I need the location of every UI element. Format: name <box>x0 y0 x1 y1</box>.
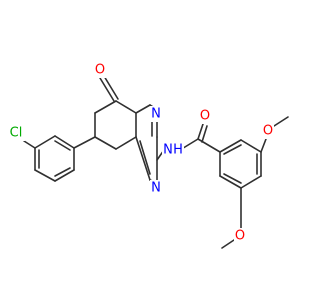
bond-c6-c5 <box>94 100 117 114</box>
atom-n-amide: N <box>162 142 174 158</box>
bond-ketone-1 <box>99 77 115 102</box>
bond-c8a-c8 <box>115 136 137 150</box>
structure-svg: Cl O N N N H O <box>7 62 289 249</box>
chlorine-label: Cl <box>10 126 23 141</box>
bond-methoxy-upper-ch3 <box>273 116 289 127</box>
atom-h-amide: H <box>172 142 184 158</box>
atom-cl: Cl <box>7 125 25 141</box>
bond-amide-co-2 <box>201 125 208 143</box>
bond-c8-c7 <box>94 136 117 150</box>
bond-chlorophenyl-double-2 <box>54 167 71 177</box>
amide-nitrogen-label: N <box>163 143 173 158</box>
bond-dimethoxy-double-3 <box>223 173 242 184</box>
bond-amide-co-1 <box>197 123 204 140</box>
bond-chlorophenyl-5 <box>54 135 75 149</box>
bond-pyrimidine-double-2 <box>139 140 151 175</box>
bond-chlorophenyl-double-3 <box>54 140 71 151</box>
bond-dimethoxy-2 <box>240 139 262 153</box>
bond-aryl-c7 <box>73 136 96 149</box>
bond-dimethoxy-1 <box>219 139 242 153</box>
bond-ketone-2 <box>103 75 119 100</box>
bond-c8a-n1 <box>135 136 151 181</box>
bond-chlorophenyl-6 <box>34 135 56 149</box>
bond-dimethoxy-double-1 <box>223 144 242 155</box>
bond-methoxy-lower-ch3 <box>221 239 235 249</box>
bond-c4a-c4 <box>135 104 151 114</box>
atom-o-methoxy-lower: O <box>234 228 246 244</box>
bond-c5-c4a <box>115 100 137 114</box>
amide-hydrogen-label: H <box>173 143 183 158</box>
bond-carbonyl-aryl <box>197 138 221 153</box>
bond-methoxy-upper-o <box>260 138 267 153</box>
bond-chlorophenyl-3 <box>54 169 75 182</box>
ring-nitrogen-upper-label: N <box>151 107 161 122</box>
molecule-diagram: Cl O N N N H O <box>7 62 289 249</box>
amide-oxygen-label: O <box>200 109 210 124</box>
ring-nitrogen-lower-label: N <box>151 181 161 196</box>
atom-o-methoxy-upper: O <box>262 123 274 139</box>
ketone-oxygen-label: O <box>95 63 105 78</box>
methoxy-oxygen-lower-label: O <box>235 229 245 244</box>
bond-dimethoxy-5 <box>219 175 242 189</box>
bond-dimethoxy-4 <box>240 175 262 189</box>
atom-n-ring-upper: N <box>150 106 162 122</box>
atom-o-ketone: O <box>94 62 106 78</box>
atom-n-ring-lower: N <box>150 180 162 196</box>
bond-cl-ring <box>23 140 36 149</box>
atom-o-amide: O <box>199 108 211 124</box>
methoxy-oxygen-upper-label: O <box>263 124 273 139</box>
atom-label-layer: Cl O N N N H O <box>7 62 274 244</box>
bond-chlorophenyl-2 <box>34 169 56 182</box>
bond-layer <box>23 75 289 249</box>
